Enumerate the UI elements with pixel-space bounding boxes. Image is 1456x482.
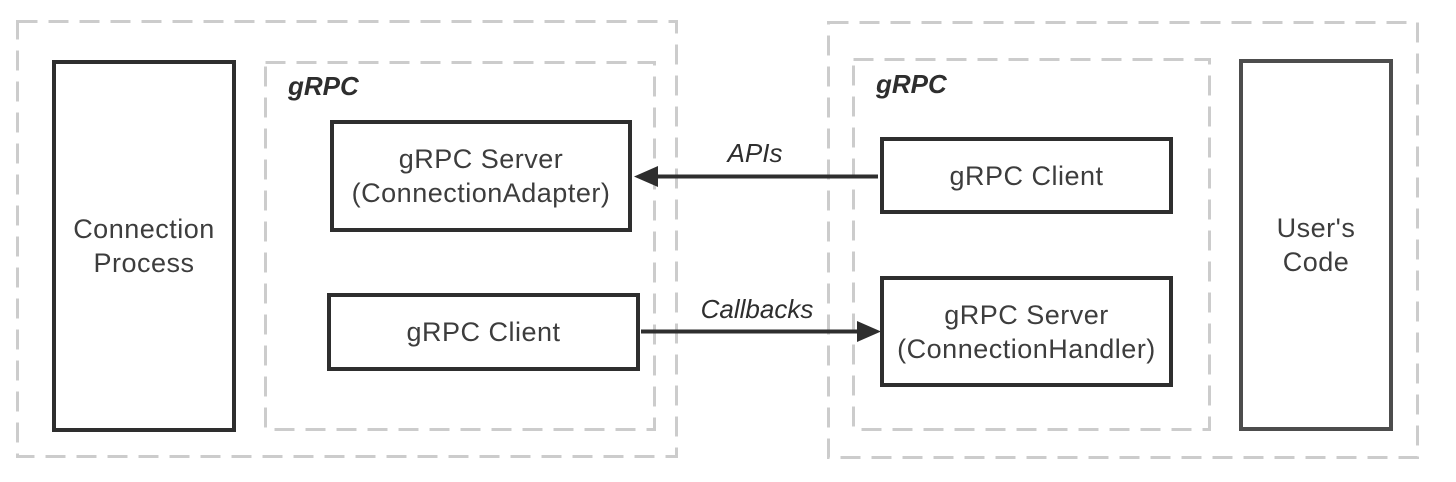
left-grpc-server-line2: (ConnectionAdapter): [351, 178, 611, 208]
right-grpc-server-box: gRPC Server (ConnectionHandler): [880, 276, 1173, 387]
left-grpc-server-box: gRPC Server (ConnectionAdapter): [330, 120, 632, 232]
connection-process-line2: Process: [93, 248, 195, 278]
users-code-group-border: [827, 21, 1419, 459]
grpc-boundary-left-border: [264, 61, 656, 431]
callbacks-arrowhead-icon: [857, 321, 881, 342]
grpc-boundary-right-border: [852, 58, 1211, 431]
apis-arrow: [634, 166, 878, 187]
right-grpc-server-line2: (ConnectionHandler): [897, 333, 1156, 364]
connection-process-line1: Connection: [73, 214, 215, 244]
connection-process-group-border: [16, 20, 678, 458]
right-grpc-server-line1: gRPC Server: [944, 299, 1109, 330]
apis-arrow-label: APIs: [727, 138, 783, 168]
connection-process-label: Connection Process: [73, 212, 215, 280]
users-code-line2: Code: [1282, 247, 1350, 277]
right-grpc-client-label: gRPC Client: [949, 160, 1104, 191]
left-grpc-server-line1: gRPC Server: [398, 144, 564, 174]
grpc-boundary-left-label: gRPC: [288, 71, 359, 101]
grpc-boundary-right-label: gRPC: [876, 69, 947, 99]
users-code-label: User's Code: [1277, 211, 1356, 279]
right-grpc-server-label: gRPC Server (ConnectionHandler): [897, 298, 1156, 366]
right-grpc-client-box: gRPC Client: [880, 137, 1173, 214]
users-code-line1: User's: [1276, 213, 1356, 243]
left-grpc-client-label: gRPC Client: [406, 317, 561, 347]
apis-arrowhead-icon: [634, 166, 658, 187]
left-grpc-client-box: gRPC Client: [327, 293, 640, 371]
users-code-box: User's Code: [1239, 59, 1393, 431]
callbacks-arrow-label: Callbacks: [700, 294, 814, 324]
left-grpc-server-label: gRPC Server (ConnectionAdapter): [352, 142, 611, 210]
connection-process-box: Connection Process: [52, 60, 236, 432]
callbacks-arrow: [641, 321, 881, 342]
